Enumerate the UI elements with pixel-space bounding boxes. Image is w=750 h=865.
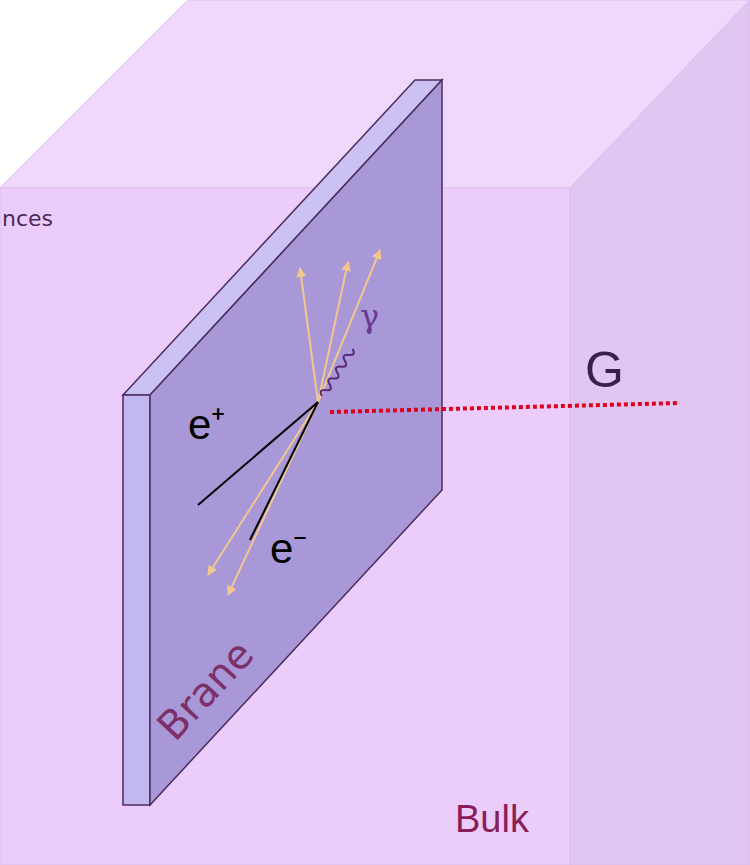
particle-label: e⁺ bbox=[188, 404, 225, 446]
cut-off-text: nces bbox=[2, 208, 53, 230]
electron-track bbox=[250, 402, 318, 540]
brane-side-edge bbox=[123, 395, 150, 805]
brane-face bbox=[150, 80, 442, 805]
jet-arrow bbox=[318, 262, 348, 402]
jet-arrow bbox=[300, 268, 318, 402]
particle-label: γ bbox=[360, 300, 379, 332]
jet-arrow bbox=[228, 402, 318, 595]
bulk-side-face bbox=[570, 0, 750, 865]
particle-label: e⁻ bbox=[270, 528, 307, 570]
graviton-line bbox=[330, 403, 680, 412]
jet-arrow bbox=[318, 250, 380, 402]
photon-wave bbox=[319, 347, 355, 398]
region-label: Bulk bbox=[455, 800, 529, 838]
particle-label: G bbox=[585, 345, 624, 395]
